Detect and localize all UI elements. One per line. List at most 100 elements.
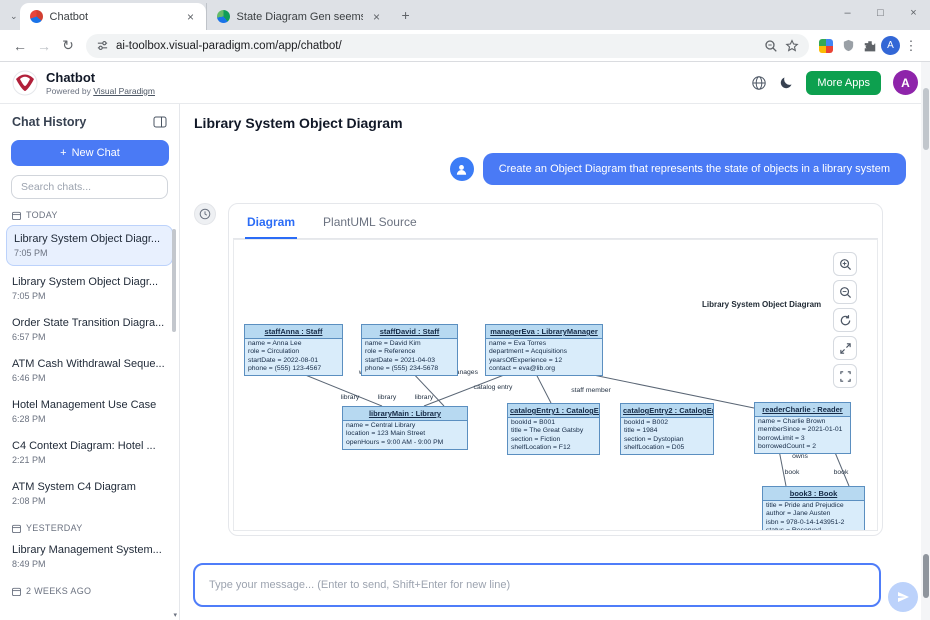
sidebar-title: Chat History — [12, 115, 87, 129]
fit-screen-button[interactable] — [833, 364, 857, 388]
history-button[interactable] — [194, 203, 216, 225]
minimize-button[interactable]: – — [844, 7, 851, 19]
edge-label: manages — [450, 369, 478, 376]
zoom-in-button[interactable] — [833, 252, 857, 276]
uml-object-readerCharlie: readerCharlie : Reader name = Charlie Br… — [754, 402, 851, 455]
diagram-canvas[interactable]: Library System Object Diagram worksAt wo… — [233, 239, 878, 531]
uml-object-book3: book3 : Book title = Pride and Prejudice… — [762, 486, 865, 530]
browser-tab-chatbot[interactable]: Chatbot × — [19, 3, 206, 30]
send-button[interactable] — [888, 582, 918, 612]
message-input-wrap — [193, 563, 881, 607]
calendar-icon — [12, 211, 21, 220]
clock-icon — [199, 208, 211, 220]
chat-history-item[interactable]: ATM Cash Withdrawal Seque... 6:46 PM — [12, 358, 165, 383]
uml-object-staffDavid: staffDavid : Staff name = David Kim role… — [361, 324, 458, 377]
send-icon — [898, 592, 909, 602]
tab-diagram[interactable]: Diagram — [245, 210, 298, 239]
chat-history-item[interactable]: Order State Transition Diagra... 6:57 PM — [12, 317, 165, 342]
chat-history-item[interactable]: C4 Context Diagram: Hotel ... 2:21 PM — [12, 440, 156, 465]
dark-mode-moon-icon[interactable] — [779, 75, 794, 90]
visual-paradigm-link[interactable]: Visual Paradigm — [93, 85, 155, 96]
visual-paradigm-favicon — [29, 10, 43, 23]
search-input[interactable] — [11, 175, 168, 199]
user-message-row: Create an Object Diagram that represents… — [180, 153, 906, 185]
sidebar-scrollbar-thumb[interactable] — [172, 229, 176, 332]
url-text[interactable]: ai-toolbox.visual-paradigm.com/app/chatb… — [116, 39, 342, 52]
uml-object-catalogEntry1: catalogEntry1 : CatalogEntry bookId = B0… — [507, 403, 600, 456]
edge-label: book — [833, 469, 849, 476]
user-avatar[interactable]: A — [893, 70, 918, 95]
tab-plantuml-source[interactable]: PlantUML Source — [323, 215, 417, 229]
close-button[interactable]: × — [910, 7, 917, 19]
main-content: Library System Object Diagram Create an … — [180, 104, 930, 620]
edge-label: owns — [792, 453, 808, 460]
bookmark-star-icon[interactable] — [785, 38, 799, 53]
tab-close-icon[interactable]: × — [373, 9, 381, 24]
page-scrollbar[interactable] — [921, 62, 930, 620]
scroll-down-arrow-icon[interactable]: ▾ — [173, 612, 177, 619]
page-title: Library System Object Diagram — [194, 115, 403, 131]
app-title-block: Chatbot Powered by Visual Paradigm — [46, 70, 155, 96]
section-label-yesterday: YESTERDAY — [0, 514, 179, 536]
section-label-today: TODAY — [0, 201, 179, 223]
new-chat-button[interactable]: +New Chat — [11, 140, 169, 166]
bot-response-row: Diagram PlantUML Source Library Syste — [194, 203, 930, 536]
chat-history-item[interactable]: Library System Object Diagr... 7:05 PM — [6, 225, 173, 266]
chat-history-item[interactable]: Library System Object Diagr... 7:05 PM — [12, 276, 159, 301]
extensions-puzzle-icon[interactable] — [859, 35, 881, 57]
uml-object-managerEva: managerEva : LibraryManager name = Eva T… — [485, 324, 603, 377]
section-label-2-weeks-ago: 2 WEEKS AGO — [0, 577, 179, 599]
extension-icon-gray[interactable] — [837, 35, 859, 57]
forward-icon[interactable]: → — [37, 37, 51, 54]
site-settings-icon[interactable] — [96, 39, 109, 52]
tab-title: Chatbot — [49, 10, 89, 23]
user-message-avatar — [449, 157, 474, 181]
diagram-card-tabs: Diagram PlantUML Source — [233, 210, 878, 239]
zoom-out-button[interactable] — [833, 280, 857, 304]
chat-scrollbar-thumb[interactable] — [922, 554, 929, 598]
page-scrollbar-thumb[interactable] — [922, 88, 929, 150]
tab-close-icon[interactable]: × — [187, 9, 195, 24]
uml-object-staffAnna: staffAnna : Staff name = Anna Lee role =… — [244, 324, 343, 377]
chat-history-item[interactable]: ATM System C4 Diagram 2:08 PM — [12, 481, 136, 506]
zoom-out-icon — [839, 286, 851, 298]
uml-object-catalogEntry2: catalogEntry2 : CatalogEntry bookId = B0… — [620, 403, 714, 456]
edge-label: catalog entry — [473, 384, 513, 391]
expand-icon — [839, 342, 851, 354]
reload-icon[interactable]: ↻ — [62, 37, 74, 53]
diagram-title: Library System Object Diagram — [702, 300, 822, 309]
back-icon[interactable]: ← — [13, 37, 27, 54]
reset-icon — [840, 314, 850, 325]
zoom-icon[interactable] — [764, 39, 778, 53]
browser-menu-icon[interactable]: ⋮ — [904, 37, 918, 53]
header-actions: More Apps A — [751, 70, 918, 95]
edge-label: staff member — [571, 387, 611, 394]
maximize-button[interactable]: □ — [877, 7, 884, 19]
reset-view-button[interactable] — [833, 308, 857, 332]
collapse-panel-icon[interactable] — [153, 115, 167, 129]
visual-paradigm-favicon — [216, 10, 230, 23]
chat-history-item[interactable]: Hotel Management Use Case 6:28 PM — [12, 399, 157, 424]
browser-profile-avatar[interactable]: A — [881, 36, 900, 55]
chat-history-item[interactable]: Library Management System... 8:49 PM — [12, 544, 162, 569]
more-apps-button[interactable]: More Apps — [806, 70, 881, 95]
app-header: Chatbot Powered by Visual Paradigm More … — [0, 62, 930, 104]
user-message-bubble: Create an Object Diagram that represents… — [482, 153, 906, 185]
tab-title: State Diagram Gen seems alwa... — [236, 10, 363, 23]
message-input[interactable] — [193, 563, 881, 607]
chat-history-sidebar: Chat History +New Chat TODAY Library Sys… — [0, 104, 180, 620]
tab-search-chevron-icon[interactable]: ⌄ — [10, 11, 18, 21]
expand-button[interactable] — [833, 336, 857, 360]
edge-label: library — [414, 394, 434, 401]
address-bar[interactable]: ai-toolbox.visual-paradigm.com/app/chatb… — [86, 33, 809, 58]
diagram-card: Diagram PlantUML Source Library Syste — [228, 203, 883, 536]
plus-icon: + — [60, 147, 67, 159]
edge-label: library — [340, 394, 360, 401]
browser-tab-strip: ⌄ Chatbot × State Diagram Gen seems alwa… — [0, 0, 930, 30]
extension-icon-colored[interactable] — [815, 35, 837, 57]
language-globe-icon[interactable] — [751, 75, 767, 91]
browser-tab-state-diagram[interactable]: State Diagram Gen seems alwa... × — [205, 3, 392, 30]
new-tab-button[interactable]: + — [401, 7, 410, 23]
visual-paradigm-logo — [12, 70, 38, 95]
sidebar-header: Chat History — [0, 104, 179, 136]
